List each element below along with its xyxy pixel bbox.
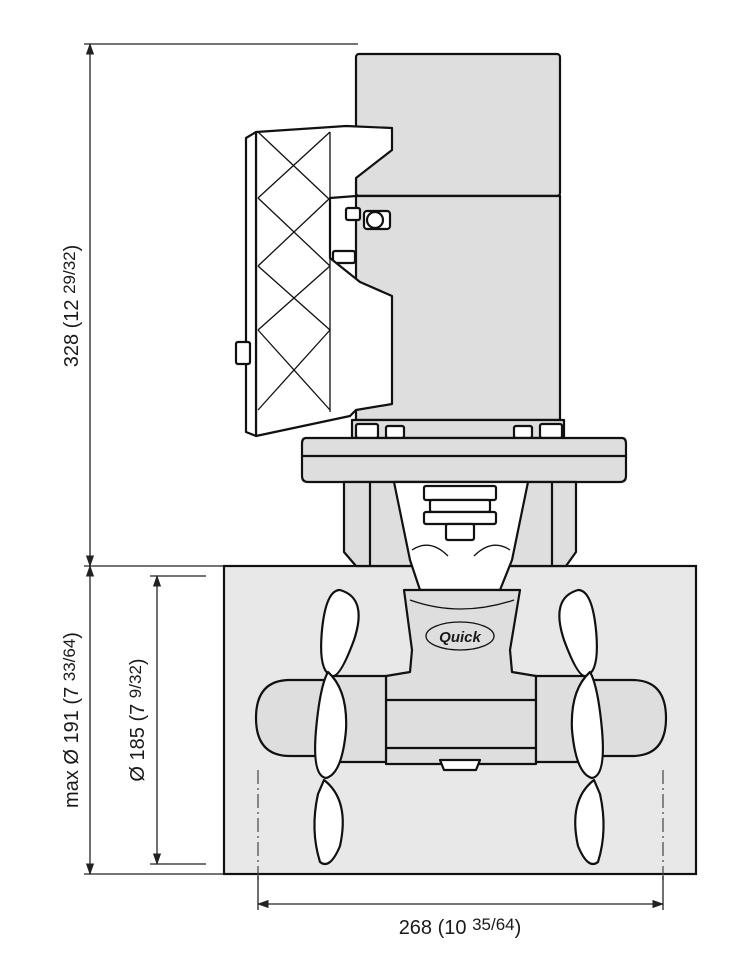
quick-logo: Quick xyxy=(439,629,481,646)
dimension-width: 268 (10 35/64) xyxy=(256,876,665,939)
height-dimension-label: 328 (12 xyxy=(61,294,83,367)
svg-text:268 (10 35/64): 268 (10 35/64) xyxy=(399,915,522,939)
svg-text:Ø 185 (7 9/32): Ø 185 (7 9/32) xyxy=(126,658,149,781)
motor-cap xyxy=(354,52,562,198)
diameter-dimension-close: ) xyxy=(127,658,149,665)
max-diameter-dimension-label: max Ø 191 (7 xyxy=(61,681,83,808)
dimension-diameter: Ø 185 (7 9/32) xyxy=(126,574,206,866)
propeller-right xyxy=(558,588,605,866)
mounting-flange xyxy=(300,418,628,484)
height-dimension-close: ) xyxy=(61,245,83,252)
diameter-dimension-fraction: 9/32 xyxy=(126,665,145,698)
diameter-dimension-label: Ø 185 (7 xyxy=(127,698,149,781)
width-dimension-label: 268 (10 xyxy=(399,917,472,939)
propeller-hub-right xyxy=(534,674,668,764)
svg-text:328 (12 29/32): 328 (12 29/32) xyxy=(60,245,83,368)
width-dimension-fraction: 35/64 xyxy=(472,915,515,934)
max-diameter-dimension-fraction: 33/64 xyxy=(60,639,79,682)
width-dimension-close: ) xyxy=(515,917,522,939)
propeller-left xyxy=(313,588,360,866)
solenoid-box xyxy=(234,124,394,438)
dimension-max-diameter: max Ø 191 (7 33/64) xyxy=(60,564,224,876)
max-diameter-dimension-close: ) xyxy=(61,632,83,639)
coupling-neck xyxy=(342,480,578,592)
gear-leg: Quick xyxy=(384,588,538,772)
dimension-height: 328 (12 29/32) xyxy=(60,42,358,568)
height-dimension-fraction: 29/32 xyxy=(60,251,79,294)
svg-text:max Ø 191 (7 33/64): max Ø 191 (7 33/64) xyxy=(60,632,83,808)
